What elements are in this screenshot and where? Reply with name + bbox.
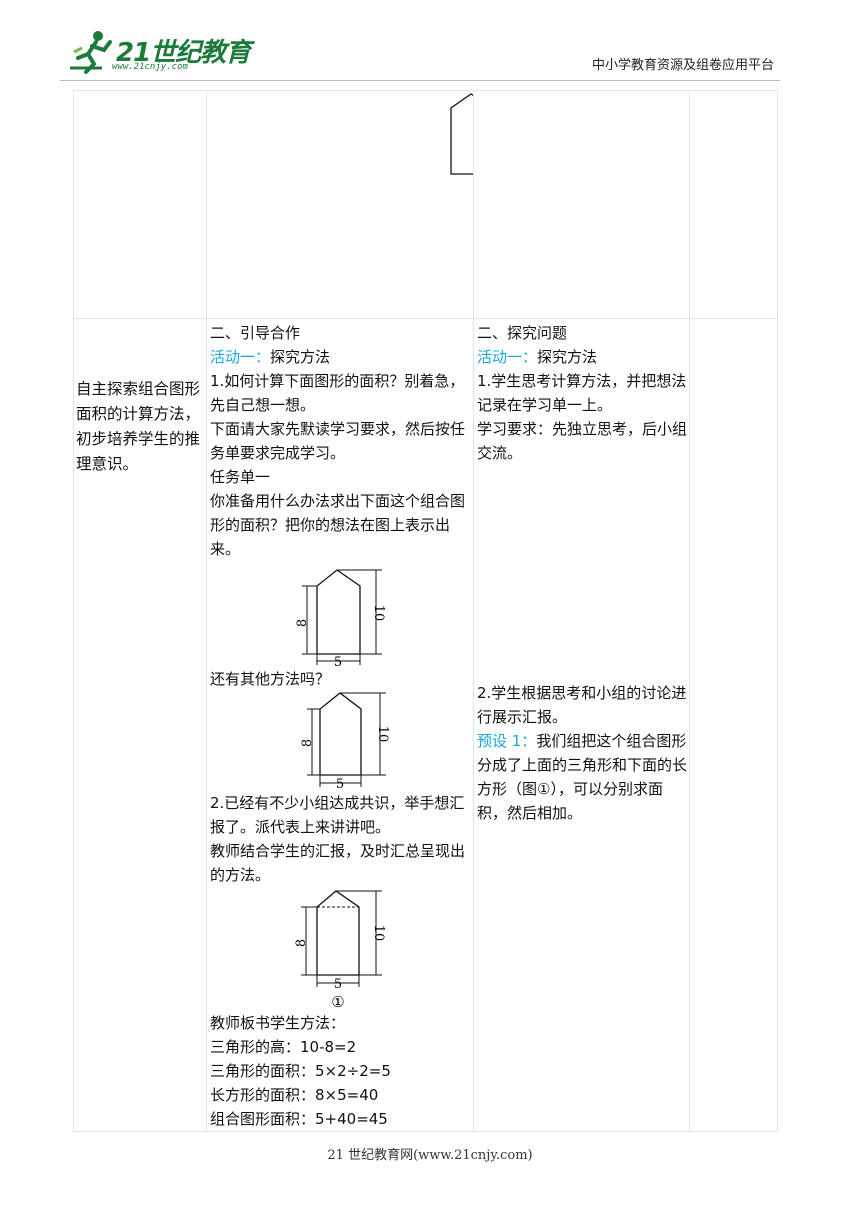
page-header: 21世纪教育 www.21cnjy.com 中小学教育资源及组卷应用平台 bbox=[0, 0, 860, 82]
board-title: 教师板书学生方法： bbox=[210, 1014, 346, 1032]
table-cell bbox=[73, 90, 207, 319]
platform-title: 中小学教育资源及组卷应用平台 bbox=[591, 58, 774, 73]
base-label: 5 bbox=[334, 977, 342, 992]
teacher-q1: 1.如何计算下面图形的面积？别着急，先自己想一想。 bbox=[210, 372, 465, 414]
calc-line-4: 组合图形面积：5+40=45 bbox=[210, 1110, 388, 1128]
calc-line-1: 三角形的高：10-8=2 bbox=[210, 1038, 357, 1056]
figure-number-label: ① bbox=[331, 993, 344, 1011]
student-activity: 活动一：探究方法 bbox=[477, 345, 687, 369]
teacher-instruction: 下面请大家先默读学习要求，然后按任务单要求完成学习。 bbox=[210, 420, 466, 462]
table-row bbox=[73, 90, 778, 319]
objective-cell: 自主探索组合图形面积的计算方法，初步培养学生的推理意识。 bbox=[73, 318, 207, 1132]
side-label: 8 bbox=[294, 939, 309, 947]
teacher-activity: 活动一：探究方法 bbox=[210, 345, 471, 369]
pentagon-figure bbox=[450, 93, 494, 175]
table-cell bbox=[206, 90, 494, 319]
activity-label: 活动一： bbox=[477, 348, 538, 366]
teacher-q2: 2.已经有不少小组达成共识，举手想汇报了。派代表上来讲讲吧。 bbox=[210, 794, 465, 836]
side-label: 8 bbox=[300, 739, 315, 747]
student-req: 学习要求：先独立思考，后小组交流。 bbox=[477, 420, 688, 462]
table-cell bbox=[473, 90, 690, 319]
other-method: 还有其他方法吗？ bbox=[210, 670, 331, 688]
preset-text: 我们组把这个组合图形分成了上面的三角形和下面的长方形（图①），可以分别求面积，然… bbox=[477, 732, 688, 822]
figure-2: 8 10 5 bbox=[300, 692, 390, 791]
activity-label: 活动一： bbox=[210, 348, 271, 366]
preset-label: 预设 1： bbox=[477, 732, 537, 750]
side-label: 8 bbox=[295, 619, 310, 627]
page-footer: 21 世纪教育网(www.21cnjy.com) bbox=[327, 1148, 533, 1163]
figure-1: 8 10 5 bbox=[295, 569, 386, 667]
activity-title: 探究方法 bbox=[537, 348, 598, 366]
calc-line-3: 长方形的面积：8×5=40 bbox=[210, 1086, 379, 1104]
total-label: 10 bbox=[371, 605, 386, 622]
student-cell: 二、探究问题 活动一：探究方法 1.学生思考计算方法，并把想法记录在学习单一上。… bbox=[473, 318, 690, 1132]
objective-text: 自主探索组合图形面积的计算方法，初步培养学生的推理意识。 bbox=[76, 380, 201, 473]
teacher-cell: 二、引导合作 活动一：探究方法 1.如何计算下面图形的面积？别着急，先自己想一想… bbox=[206, 318, 474, 1132]
lesson-table: 自主探索组合图形面积的计算方法，初步培养学生的推理意识。 二、引导合作 活动一：… bbox=[73, 90, 778, 1132]
student-s2: 2.学生根据思考和小组的讨论进行展示汇报。 bbox=[477, 684, 687, 726]
logo-text: 21世纪教育 bbox=[116, 38, 251, 68]
base-label: 5 bbox=[336, 777, 344, 791]
total-label: 10 bbox=[375, 726, 390, 743]
header-divider bbox=[60, 80, 780, 81]
total-label: 10 bbox=[371, 925, 386, 942]
student-s1: 1.学生思考计算方法，并把想法记录在学习单一上。 bbox=[477, 372, 687, 414]
teacher-heading: 二、引导合作 bbox=[210, 324, 301, 342]
task-title: 任务单一 bbox=[210, 468, 271, 486]
task-text: 你准备用什么办法求出下面这个组合图形的面积？把你的想法在图上表示出来。 bbox=[210, 492, 466, 558]
table-row: 自主探索组合图形面积的计算方法，初步培养学生的推理意识。 二、引导合作 活动一：… bbox=[73, 318, 778, 1132]
table-cell bbox=[689, 90, 778, 319]
logo-runner-icon bbox=[70, 31, 112, 74]
activity-title: 探究方法 bbox=[270, 348, 331, 366]
student-preset: 预设 1：我们组把这个组合图形分成了上面的三角形和下面的长方形（图①），可以分别… bbox=[477, 729, 687, 825]
calc-line-2: 三角形的面积：5×2÷2=5 bbox=[210, 1062, 391, 1080]
student-heading: 二、探究问题 bbox=[477, 324, 568, 342]
table-cell bbox=[689, 318, 778, 1132]
base-label: 5 bbox=[334, 655, 342, 667]
figure-3: 8 10 5 ① bbox=[294, 890, 386, 1011]
logo-url: www.21cnjy.com bbox=[112, 62, 188, 72]
teacher-summary: 教师结合学生的汇报，及时汇总呈现出的方法。 bbox=[210, 842, 466, 884]
